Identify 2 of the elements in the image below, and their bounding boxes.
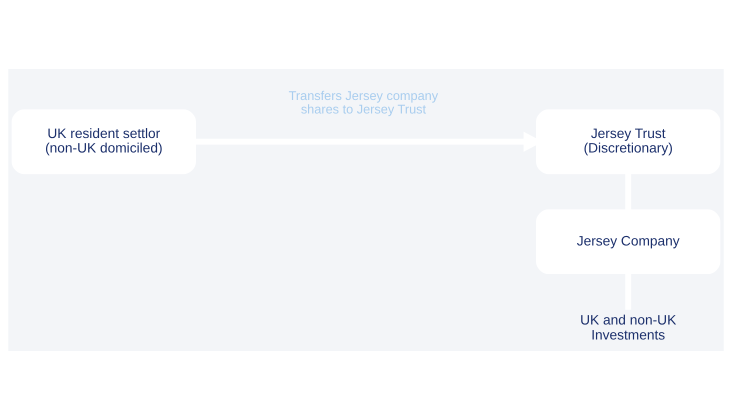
node-text: UK and non-UK Investments bbox=[580, 312, 676, 342]
edge-label: Transfers Jersey company shares to Jersey Trust bbox=[288, 87, 438, 116]
